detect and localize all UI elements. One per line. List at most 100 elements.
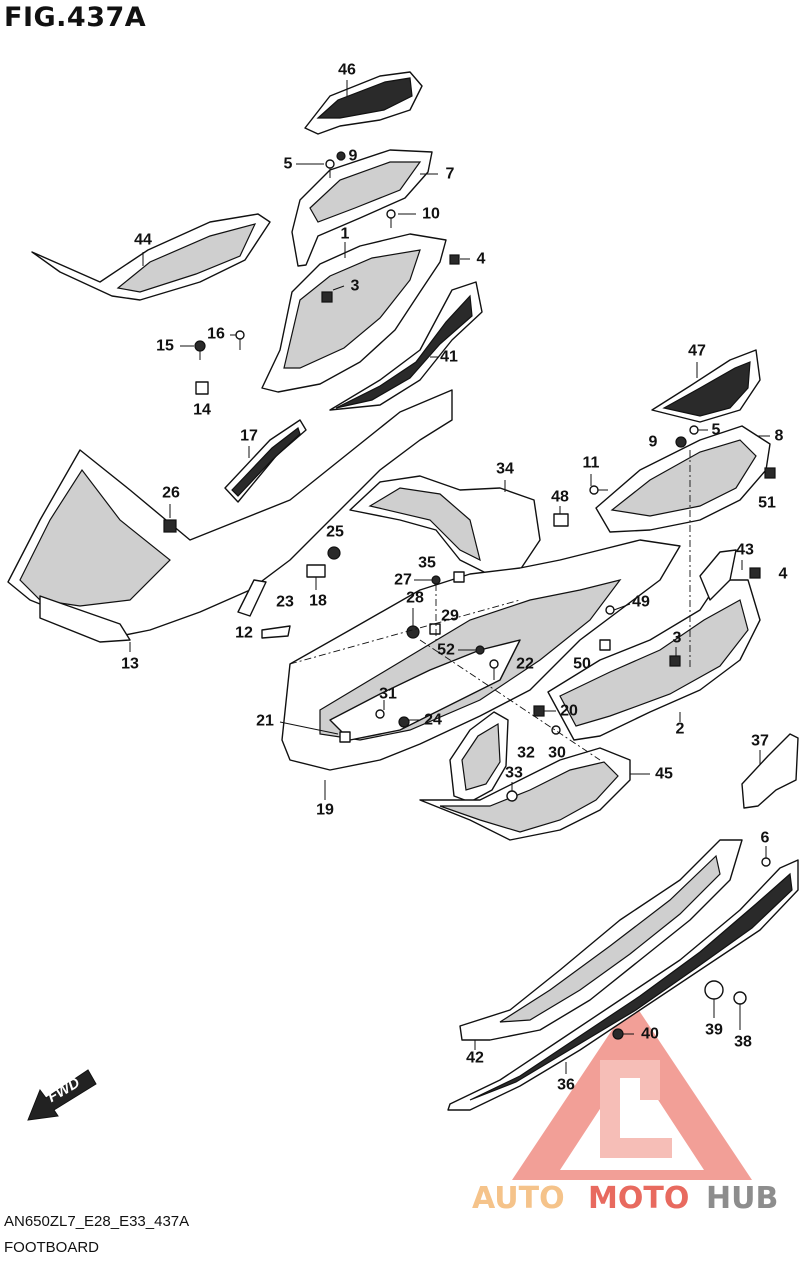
nut-40-icon (612, 1028, 624, 1040)
callout-9: 9 (349, 148, 358, 165)
watermark-hub: HUB (706, 1181, 778, 1216)
part-47-right-pad (651, 349, 761, 423)
callout-14: 14 (193, 402, 211, 419)
callout-2: 2 (676, 721, 685, 738)
part-2-right-side-cover (547, 579, 761, 741)
callout-23: 23 (276, 594, 294, 611)
callout-6: 6 (761, 830, 770, 847)
callout-4: 4 (477, 251, 486, 268)
callout-40: 40 (641, 1026, 659, 1043)
callout-5: 5 (284, 156, 293, 173)
part-37-bracket (741, 733, 799, 809)
callout-50: 50 (573, 656, 591, 673)
watermark-text: AUTO MOTO HUB (472, 1181, 778, 1216)
clip-35-icon (453, 571, 465, 583)
nut-4-icon (449, 254, 460, 265)
watermark-triangle-icon (512, 1000, 752, 1180)
part-32-panel (449, 711, 509, 803)
screw-16-icon (235, 330, 245, 350)
callout-25: 25 (326, 524, 344, 541)
callout-12: 12 (235, 625, 253, 642)
part-42-lower-side-cover (459, 839, 743, 1041)
callout-11: 11 (583, 455, 600, 472)
callout-26: 26 (162, 485, 180, 502)
part-36-lower-rail (447, 859, 799, 1111)
screw-22-icon (489, 659, 499, 680)
callout-24: 24 (424, 712, 442, 729)
screw-24-icon (398, 716, 410, 728)
screw-11-icon (589, 485, 608, 495)
grommet-39-icon (704, 980, 724, 1000)
watermark-auto: AUTO (472, 1181, 565, 1216)
callout-7: 7 (446, 166, 455, 183)
part-41-leg-shield-side (329, 281, 483, 411)
part-43-bracket (699, 549, 737, 601)
callout-17: 17 (240, 428, 258, 445)
clip-26-icon (163, 519, 177, 533)
group-name: FOOTBOARD (4, 1239, 100, 1256)
figure-title: FIG.437A (4, 2, 147, 33)
grommet-25-icon (327, 546, 341, 560)
fwd-arrow-icon: FWD (27, 1069, 97, 1121)
watermark-moto: MOTO (588, 1181, 689, 1216)
grommet-28-icon (406, 625, 420, 639)
callout-9b: 9 (649, 434, 658, 451)
callout-46: 46 (338, 62, 356, 79)
foam-18-icon (306, 564, 326, 578)
part-17-bracket (224, 419, 307, 503)
callout-32: 32 (517, 745, 535, 762)
clip-21-icon (339, 731, 351, 743)
callout-20: 20 (560, 703, 578, 720)
part-44-left-pad (31, 213, 271, 301)
callout-47: 47 (688, 343, 706, 360)
callout-16: 16 (207, 326, 225, 343)
screw-6-icon (761, 857, 771, 867)
callout-30: 30 (548, 745, 566, 762)
callout-21: 21 (256, 713, 274, 730)
callout-3: 3 (351, 278, 360, 295)
screw-27-icon (431, 575, 441, 585)
callout-34: 34 (496, 461, 514, 478)
callout-labels: 46 5 9 7 10 44 1 4 3 15 16 41 14 47 9 5 … (121, 62, 787, 1094)
screw-15-icon (194, 340, 206, 360)
tape-12-icon (261, 625, 291, 639)
callout-45: 45 (655, 766, 673, 783)
callout-13: 13 (121, 656, 139, 673)
callout-19: 19 (316, 802, 334, 819)
callout-39: 39 (705, 1022, 723, 1039)
callout-38: 38 (734, 1034, 752, 1051)
clip-51-icon (764, 467, 776, 479)
screw-10-icon (386, 209, 396, 228)
clip-3b-icon (669, 655, 681, 667)
callout-28: 28 (406, 590, 424, 607)
screw-5b-icon (689, 425, 699, 435)
callout-8: 8 (775, 428, 784, 445)
callout-10: 10 (422, 206, 440, 223)
callout-3b: 3 (673, 630, 682, 647)
clip-3-icon (321, 291, 333, 303)
nut-9-icon (336, 151, 346, 161)
screw-38-icon (733, 991, 747, 1005)
part-45-under-cover (419, 747, 631, 841)
screw-31-icon (375, 709, 385, 719)
screw-33-icon (506, 790, 518, 802)
part-46-upper-pad (304, 71, 423, 135)
clip-20-icon (533, 705, 545, 717)
watermark-inner-mark-icon (600, 1060, 672, 1158)
part-13-front-shield (7, 389, 453, 643)
clip-50-icon (599, 639, 611, 651)
callout-15: 15 (156, 338, 174, 355)
callout-31: 31 (379, 686, 397, 703)
callout-52: 52 (437, 642, 455, 659)
part-34-center-cover (349, 475, 541, 576)
callout-33: 33 (505, 765, 523, 782)
part-7-inner-panel (291, 149, 433, 267)
pad-48-icon (553, 513, 569, 527)
callout-49: 49 (632, 594, 650, 611)
callout-36: 36 (557, 1077, 575, 1094)
callout-18: 18 (309, 593, 327, 610)
callout-48: 48 (551, 489, 569, 506)
screw-9b-icon (675, 436, 687, 448)
